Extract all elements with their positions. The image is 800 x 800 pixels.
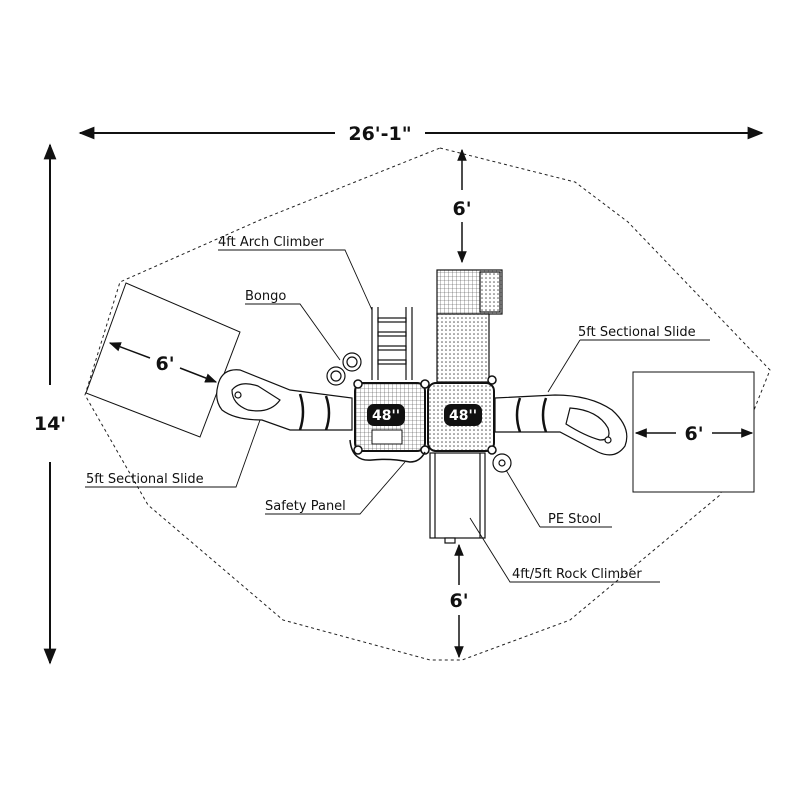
bongo-drums: [326, 352, 362, 386]
rock-climber: [429, 452, 486, 544]
top-platform-panel: [436, 269, 503, 383]
overall-width-dimension: 26'-1": [78, 123, 764, 145]
overall-depth-dimension: 14': [34, 143, 66, 665]
overall-depth-label: 14': [34, 413, 66, 435]
left-clearance-zone: 6': [85, 282, 241, 438]
top-clearance-dimension: 6': [452, 148, 472, 264]
callout-bongo: Bongo: [245, 289, 286, 304]
callout-sectional-slide-right: 5ft Sectional Slide: [578, 325, 696, 340]
overall-width-label: 26'-1": [348, 123, 411, 145]
right-sectional-slide: [494, 394, 628, 456]
callout-sectional-slide-left: 5ft Sectional Slide: [86, 472, 204, 487]
deck-left-height: 48'': [372, 408, 400, 424]
deck-left: 48'': [354, 382, 426, 452]
callout-pe-stool: PE Stool: [548, 512, 601, 527]
bottom-clearance-dimension: 6': [449, 543, 469, 659]
left-clearance-label: 6': [155, 353, 174, 375]
bottom-clearance-label: 6': [449, 590, 468, 612]
safety-panel: [349, 439, 426, 463]
right-clearance-zone: 6': [632, 371, 755, 493]
right-clearance-label: 6': [684, 423, 703, 445]
callout-safety-panel: Safety Panel: [265, 499, 346, 514]
deck-right-height: 48'': [449, 408, 477, 424]
deck-posts: [353, 375, 497, 455]
pe-stool: [492, 453, 512, 473]
top-clearance-label: 6': [452, 198, 471, 220]
callout-arch-climber: 4ft Arch Climber: [218, 235, 325, 250]
safety-zone-outline: [84, 147, 771, 661]
callout-rock-climber: 4ft/5ft Rock Climber: [512, 567, 642, 582]
arch-climber: [371, 307, 413, 380]
left-sectional-slide: [216, 369, 353, 431]
deck-right: 48'': [427, 382, 495, 452]
callout-leaders: [85, 249, 710, 583]
